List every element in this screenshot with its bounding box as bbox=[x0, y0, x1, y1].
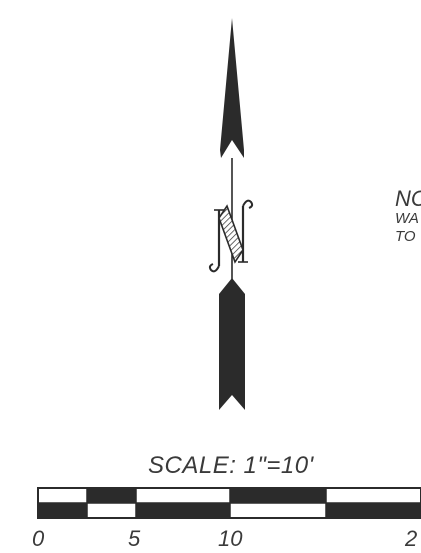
note-line-3: TO bbox=[395, 228, 416, 245]
graphic-scale-bar bbox=[37, 487, 421, 519]
note-line-1: NC bbox=[395, 186, 421, 211]
scale-segment bbox=[87, 488, 136, 503]
north-arrow-upper-head bbox=[220, 18, 244, 158]
scale-tick-label-0: 0 bbox=[32, 526, 45, 551]
scale-segment bbox=[136, 503, 230, 518]
scale-segment bbox=[230, 488, 326, 503]
scale-tick-label-10: 10 bbox=[218, 526, 243, 551]
north-arrow bbox=[208, 18, 254, 410]
scale-title: SCALE: 1"=10' bbox=[148, 452, 314, 479]
north-n-symbol bbox=[208, 199, 254, 273]
scale-tick-label-5: 5 bbox=[128, 526, 141, 551]
scale-segment bbox=[38, 503, 87, 518]
north-arrow-tail bbox=[219, 278, 245, 410]
scale-segment bbox=[326, 503, 421, 518]
note-line-2: WA bbox=[395, 210, 419, 227]
scale-tick-label-20: 2 bbox=[405, 526, 418, 551]
